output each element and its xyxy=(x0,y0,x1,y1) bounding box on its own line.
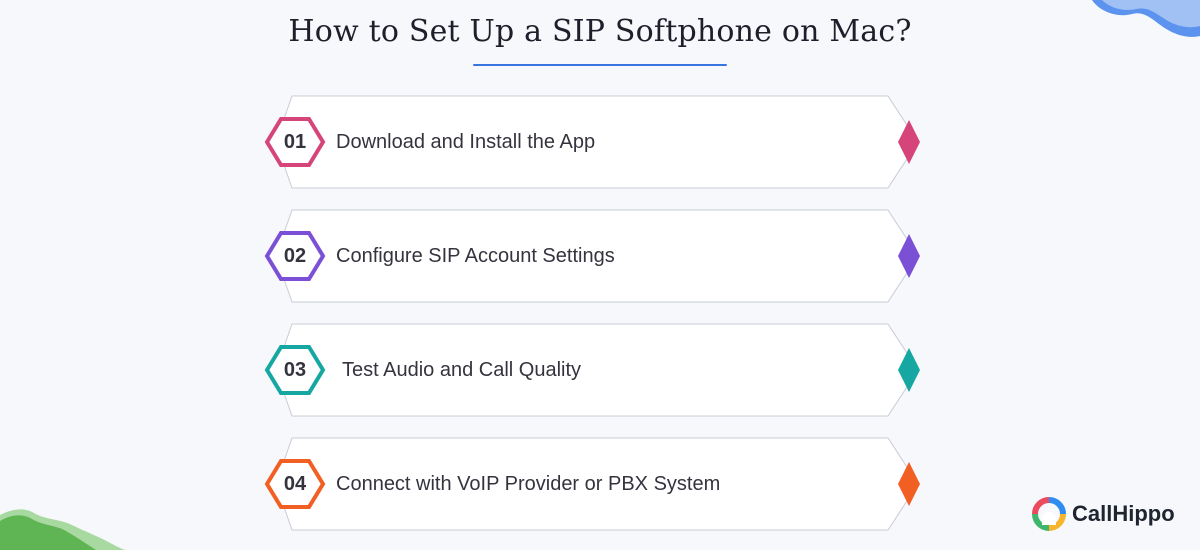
step-card-shape xyxy=(264,323,920,417)
step-number: 03 xyxy=(283,359,307,381)
hexagon-badge-icon xyxy=(264,459,326,509)
diamond-marker-icon xyxy=(898,120,920,164)
step-card-shape xyxy=(264,95,920,189)
hexagon-badge-icon xyxy=(264,345,326,395)
step-card-shape xyxy=(264,209,920,303)
step-label: Connect with VoIP Provider or PBX System xyxy=(336,473,721,495)
step-card-shape xyxy=(264,437,920,531)
page-title: How to Set Up a SIP Softphone on Mac? xyxy=(288,14,912,49)
diamond-marker-icon xyxy=(898,234,920,278)
callhippo-logo: CallHippo xyxy=(1032,497,1192,531)
step-number: 04 xyxy=(283,473,307,495)
step-label: Test Audio and Call Quality xyxy=(342,359,582,381)
step-label: Configure SIP Account Settings xyxy=(336,245,615,267)
decorative-blob-bottom-left xyxy=(0,509,126,550)
step-number: 01 xyxy=(283,131,307,153)
diamond-marker-icon xyxy=(898,462,920,506)
callhippo-logo-icon xyxy=(1032,497,1066,531)
title-underline xyxy=(473,64,727,66)
step-card-3: 03 Test Audio and Call Quality xyxy=(262,323,922,417)
decorative-blob-top-right xyxy=(1092,0,1200,37)
step-card-4: 04 Connect with VoIP Provider or PBX Sys… xyxy=(262,437,922,531)
step-card-1: 01 Download and Install the App xyxy=(262,95,922,189)
step-card-2: 02 Configure SIP Account Settings xyxy=(262,209,922,303)
logo-text: CallHippo xyxy=(1072,501,1175,526)
step-label: Download and Install the App xyxy=(336,131,596,153)
hexagon-badge-icon xyxy=(264,231,326,281)
hexagon-badge-icon xyxy=(264,117,326,167)
step-number: 02 xyxy=(283,245,307,267)
diamond-marker-icon xyxy=(898,348,920,392)
